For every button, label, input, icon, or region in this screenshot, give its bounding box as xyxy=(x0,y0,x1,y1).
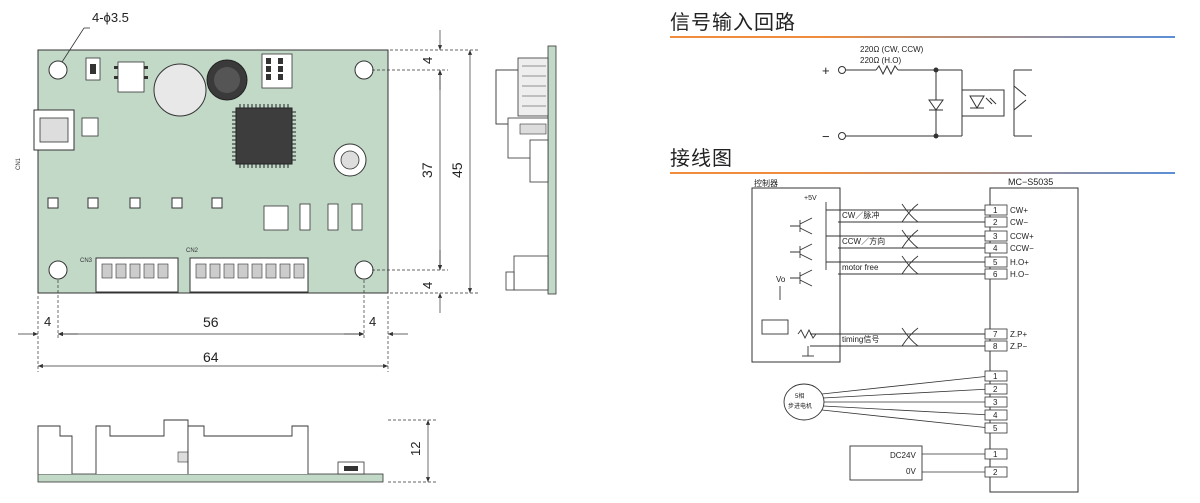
motor-line1: 5相 xyxy=(795,392,804,400)
input-circuit-title: 信号输入回路 xyxy=(670,10,796,34)
pin-name: CCW− xyxy=(1010,244,1034,253)
driver-label: MC−S5035 xyxy=(1008,177,1053,187)
motor-line2: 步进电机 xyxy=(788,402,812,410)
pin-box xyxy=(984,230,1008,242)
driver-box xyxy=(989,187,1079,493)
hole-note: 4-ϕ3.5 xyxy=(92,10,129,25)
pin-number: 4 xyxy=(993,411,998,420)
dim-56: 56 xyxy=(203,314,219,330)
pin-box xyxy=(984,216,1008,228)
driver-signal-pins: 1 CW+ 2 CW− 3 CCW+ 4 CCW− 5 H.O+ 6 H.O− 7 Z.P+ 8 Z.P− xyxy=(984,204,1034,352)
mounting-holes xyxy=(48,60,374,280)
section-divider xyxy=(670,172,1175,174)
pin-box xyxy=(984,448,1008,460)
dim-37: 37 xyxy=(419,162,435,178)
pcb-front-view xyxy=(37,419,384,483)
section-divider xyxy=(670,36,1175,38)
sig-timing: timing信号 xyxy=(842,334,879,344)
pin-box xyxy=(984,256,1008,268)
input-plus: + xyxy=(822,63,830,78)
input-minus: − xyxy=(822,129,830,144)
power-v: DC24V xyxy=(890,451,916,460)
pin-name: H.O− xyxy=(1010,270,1029,279)
pin-box xyxy=(984,383,1008,395)
pin-number: 1 xyxy=(993,206,998,215)
pin-box xyxy=(984,242,1008,254)
pin-name: CCW+ xyxy=(1010,232,1034,241)
plus5v-label: +5V xyxy=(804,195,817,202)
power-pins: 12 xyxy=(984,448,1008,478)
dim-bottom-right: 4 xyxy=(420,282,435,289)
pin-number: 7 xyxy=(993,330,998,339)
pin-number: 2 xyxy=(993,218,998,227)
controller-label: 控制器 xyxy=(754,178,778,188)
pin-name: CW− xyxy=(1010,218,1028,227)
vo-label: Vo xyxy=(776,275,786,284)
dim-right: 4 xyxy=(369,314,376,329)
wiring-title: 接线图 xyxy=(670,146,733,170)
cn2-label: CN2 xyxy=(186,248,199,254)
pin-number: 2 xyxy=(993,468,998,477)
pin-box xyxy=(984,370,1008,382)
pin-name: CW+ xyxy=(1010,206,1028,215)
cn1-label: CN1 xyxy=(16,157,22,170)
pin-name: Z.P− xyxy=(1010,342,1027,351)
motor-symbol xyxy=(783,383,825,421)
height-dimension xyxy=(388,419,436,483)
pin-number: 5 xyxy=(993,258,998,267)
dim-64: 64 xyxy=(203,349,219,365)
pin-box xyxy=(984,328,1008,340)
pin-number: 3 xyxy=(993,398,998,407)
resistor-label-2: 220Ω (H.O) xyxy=(860,56,901,65)
pin-box xyxy=(984,466,1008,478)
pcb-side-view xyxy=(495,45,557,295)
pin-number: 2 xyxy=(993,385,998,394)
pin-box xyxy=(984,204,1008,216)
pin-number: 3 xyxy=(993,232,998,241)
pin-box xyxy=(984,422,1008,434)
pin-box xyxy=(984,340,1008,352)
mcu-chip xyxy=(235,107,293,165)
dim-top: 4 xyxy=(420,57,435,64)
sig-cw: CW／脉冲 xyxy=(842,210,879,220)
pcb-top-view: 4-ϕ3.5 CN1 xyxy=(16,10,389,294)
power-supply-box xyxy=(849,445,923,481)
pin-number: 4 xyxy=(993,244,998,253)
controller-box xyxy=(751,187,841,363)
dim-left: 4 xyxy=(44,314,51,329)
sig-ccw: CCW／方向 xyxy=(842,236,885,246)
led-row xyxy=(47,197,223,209)
wiring-diagram: 控制器 MC−S5035 +5V Vo C xyxy=(751,177,1079,493)
pin-box xyxy=(984,268,1008,280)
input-circuit-diagram xyxy=(838,64,1032,140)
vertical-dimensions xyxy=(372,30,478,313)
pin-number: 1 xyxy=(993,372,998,381)
resistor-label-1: 220Ω (CW, CCW) xyxy=(860,45,924,54)
pin-name: Z.P+ xyxy=(1010,330,1027,339)
sig-free: motor free xyxy=(842,263,879,272)
pin-name: H.O+ xyxy=(1010,258,1029,267)
cn3-label: CN3 xyxy=(80,258,93,264)
pin-box xyxy=(984,396,1008,408)
horizontal-dimensions xyxy=(18,280,408,372)
dim-45: 45 xyxy=(449,162,465,178)
pin-number: 6 xyxy=(993,270,998,279)
pin-number: 8 xyxy=(993,342,998,351)
pin-number: 5 xyxy=(993,424,998,433)
dim-12: 12 xyxy=(408,442,423,456)
motor-pins: 1 2 3 4 5 xyxy=(984,370,1008,434)
pin-number: 1 xyxy=(993,450,998,459)
pin-box xyxy=(984,409,1008,421)
power-0: 0V xyxy=(906,467,916,476)
